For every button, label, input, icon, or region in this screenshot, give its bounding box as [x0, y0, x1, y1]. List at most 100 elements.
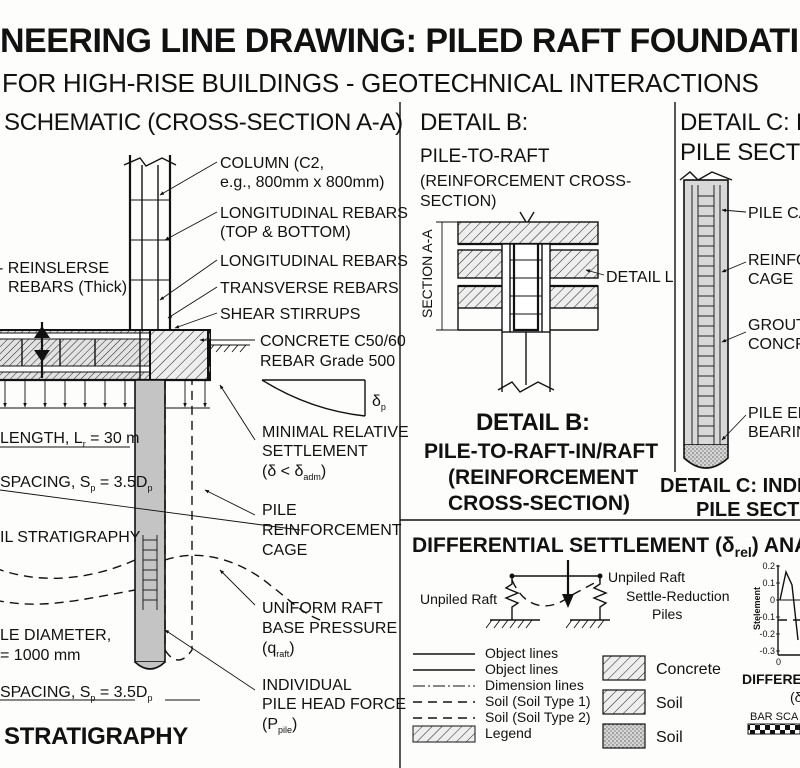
dashed-pile	[164, 380, 193, 661]
diff-settle-2: Piles	[652, 606, 682, 622]
label-stratigraphy: STRATIGRAPHY	[4, 723, 188, 750]
label-diameter-1: LE DIAMETER,	[0, 627, 111, 644]
detail-b-heading: DETAIL B:	[420, 109, 528, 136]
detail-b-section-label: SECTION A-A	[419, 229, 435, 318]
differential-heading: DIFFERENTIAL SETTLEMENT (δrel) ANALY	[412, 534, 800, 560]
diff-bottom-2: (δ	[790, 689, 800, 705]
label-spacing-2: SPACING, Sp = 3.5Dp	[0, 684, 152, 703]
legend-item-label: Dimension lines	[485, 677, 584, 693]
label-spacing-1: SPACING, Sp = 3.5Dp	[0, 474, 152, 493]
soil-boundaries	[0, 554, 321, 621]
detail-c-heading2: PILE SECTI	[680, 139, 800, 166]
label-column-2: e.g., 800mm x 800mm)	[220, 174, 385, 191]
label-delta-p: δp	[372, 393, 386, 412]
detail-c-label-end-2: BEARIN	[748, 424, 800, 441]
legend-item: Soil (Soil Type 2)	[413, 709, 591, 725]
legend-swatch-label: Soil	[656, 695, 683, 712]
label-min-settle-2: SETTLEMENT	[262, 443, 368, 460]
differential-panel: DIFFERENTIAL SETTLEMENT (δrel) ANALY Unp…	[412, 534, 800, 735]
label-rebar-grade: REBAR Grade 500	[260, 353, 395, 370]
detail-c-rungs	[698, 195, 714, 437]
mini-plot-tick-label: 0.1	[762, 578, 775, 588]
label-indiv-3: (Ppile)	[262, 716, 297, 735]
detail-c-caption2: PILE SECTIO	[696, 499, 800, 521]
legend-item: Object lines	[413, 661, 558, 677]
bar-scale-checker	[747, 723, 800, 735]
detail-c-label-reinf-2: CAGE	[748, 271, 793, 288]
detail-c-heading1: DETAIL C: I	[680, 109, 800, 136]
legend-swatch: Soil	[602, 723, 683, 749]
schematic-panel: SCHEMATIC (CROSS-SECTION A-A)	[0, 109, 409, 750]
legend-item-label: Object lines	[485, 661, 558, 677]
mini-plot-tick-label: 0.2	[762, 561, 775, 571]
label-uniform-1: UNIFORM RAFT	[262, 600, 383, 617]
legend-swatch-box	[602, 723, 646, 749]
label-transverse-rebars: TRANSVERSE REBARS	[220, 280, 399, 297]
label-uniform-2: BASE PRESSURE	[262, 620, 397, 637]
label-column-1: COLUMN (C2,	[220, 155, 324, 172]
label-min-settle-1: MINIMAL RELATIVE	[262, 424, 409, 441]
sheet-title: NEERING LINE DRAWING: PILED RAFT FOUNDAT…	[0, 22, 800, 60]
panel-dividers	[399, 102, 800, 768]
label-length: LENGTH, Lr = 30 m	[0, 430, 140, 449]
detail-b-detail-l: DETAIL L	[606, 269, 674, 286]
detail-c-label-end-1: PILE EN	[748, 405, 800, 422]
dimension-lines	[0, 446, 301, 701]
label-long-rebars-tb-1: LONGITUDINAL REBARS	[220, 205, 408, 222]
leader-lines	[159, 161, 256, 691]
legend-swatch-box	[602, 689, 646, 715]
column	[123, 155, 177, 330]
detail-b-caption3: (REINFORCEMENT	[448, 466, 638, 489]
legend-swatch-box	[602, 655, 646, 681]
schematic-heading: SCHEMATIC (CROSS-SECTION A-A)	[4, 109, 403, 136]
legend-item: Object lines	[413, 645, 558, 661]
label-indiv-2: PILE HEAD FORCE	[262, 696, 406, 713]
raft-slab	[0, 329, 250, 382]
label-indiv-1: INDIVIDUAL	[262, 677, 352, 694]
diff-bar-scale: BAR SCA	[750, 711, 799, 723]
legend-item-label: Soil (Soil Type 1)	[485, 693, 591, 709]
label-pile-reinf-1: PILE	[262, 502, 297, 519]
legend-swatch-label: Concrete	[656, 661, 721, 678]
mini-plot-tick-label: -0.2	[759, 629, 775, 639]
legend-item-label: Soil (Soil Type 2)	[485, 709, 591, 725]
label-uniform-3: (qraft)	[262, 640, 295, 659]
settlement-curve	[261, 379, 366, 417]
legend-hatch-symbol	[412, 725, 476, 743]
title-block: NEERING LINE DRAWING: PILED RAFT FOUNDAT…	[0, 22, 800, 98]
main-pile	[134, 379, 166, 670]
detail-b-caption2: PILE-TO-RAFT-IN/RAFT	[424, 440, 658, 463]
legend-swatch-label: Soil	[656, 729, 683, 746]
detail-b-line3: SECTION)	[420, 193, 496, 210]
detail-c-panel: DETAIL C: I PILE SECTI PILE CA REINFO CA…	[660, 109, 800, 521]
diff-bottom-1: DIFFERE	[742, 671, 800, 687]
label-diameter-2: = 1000 mm	[0, 647, 80, 664]
label-reinslerse-1: - REINSLERSE	[0, 260, 109, 277]
detail-b-line2: (REINFORCEMENT CROSS-	[420, 173, 631, 190]
mini-plot-tick-label: 0	[770, 595, 775, 605]
mini-plot-x0: 0	[776, 657, 781, 667]
diff-unpiled-left: Unpiled Raft	[420, 591, 497, 607]
label-shear-stirrups: SHEAR STIRRUPS	[220, 306, 360, 323]
detail-c-label-grout-1: GROUT	[748, 317, 800, 334]
label-reinslerse-2: REBARS (Thick)	[8, 279, 127, 296]
legend-item-label: Object lines	[485, 645, 558, 661]
legend-item: Legend	[412, 725, 532, 743]
label-pile-reinf-2: REINFORCEMENT	[262, 522, 402, 539]
diff-settle-1: Settle-Reduction	[626, 588, 730, 604]
sheet-subtitle: FOR HIGH-RISE BUILDINGS - GEOTECHNICAL I…	[2, 68, 759, 98]
legend-item: Soil (Soil Type 1)	[413, 693, 591, 709]
label-soil-strat: IL STRATIGRAPHY	[0, 529, 141, 546]
mini-settlement-plot: 0.20.10-0.1-0.2-0.3 Stelement 0	[752, 561, 800, 667]
diff-unpiled-right: Unpiled Raft	[608, 569, 685, 585]
detail-b-panel: DETAIL B: PILE-TO-RAFT (REINFORCEMENT CR…	[419, 109, 674, 515]
mini-plot-tick-label: -0.3	[759, 646, 775, 656]
detail-b-caption4: CROSS-SECTION)	[448, 492, 630, 515]
mini-plot-ylabel: Stelement	[752, 587, 762, 630]
label-long-rebars-tb-2: (TOP & BOTTOM)	[220, 224, 351, 241]
label-min-settle-3: (δ < δadm)	[262, 463, 326, 482]
